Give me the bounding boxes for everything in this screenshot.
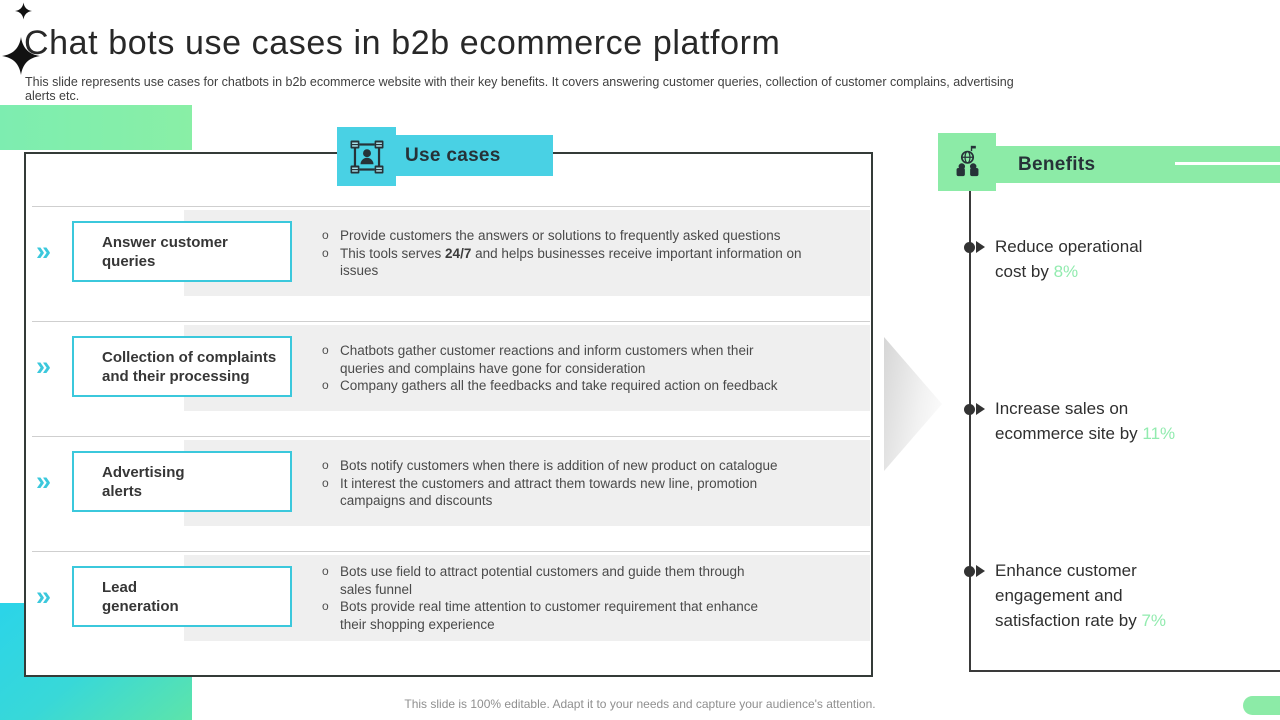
row-divider — [32, 206, 870, 207]
use-case-label: Advertising alerts — [72, 451, 292, 512]
bullet-marker-icon: o — [322, 377, 329, 392]
benefits-vertical-line — [969, 191, 971, 671]
list-item: o Provide customers the answers or solut… — [322, 227, 781, 243]
sparkle-icon — [15, 2, 32, 20]
bullet-list: o Bots notify customers when there is ad… — [320, 457, 864, 510]
page-title: Chat bots use cases in b2b ecommerce pla… — [24, 24, 781, 62]
benefit-marker-icon — [964, 403, 985, 415]
double-chevron-icon: » — [36, 235, 52, 266]
double-chevron-icon: » — [36, 580, 52, 611]
use-case-row: » Advertising alerts o Bots notify custo… — [32, 436, 870, 526]
benefits-icon-box — [938, 133, 996, 191]
row-divider — [32, 436, 870, 437]
use-case-label: Answer customer queries — [72, 221, 292, 282]
use-case-row: » Answer customer queries o Provide cust… — [32, 206, 870, 296]
bullet-list: o Chatbots gather customer reactions and… — [320, 342, 864, 395]
use-cases-icon-box — [337, 127, 396, 186]
sparkle-icon — [2, 37, 40, 75]
double-chevron-icon: » — [36, 350, 52, 381]
list-item: o Bots notify customers when there is ad… — [322, 457, 778, 473]
list-item: o Bots provide real time attention to cu… — [322, 599, 758, 632]
bullet-marker-icon: o — [322, 227, 329, 242]
use-cases-panel: » Answer customer queries o Provide cust… — [24, 152, 873, 677]
row-stripe — [184, 440, 870, 526]
green-pill-decoration — [1243, 696, 1280, 715]
bullet-marker-icon: o — [322, 342, 329, 357]
double-chevron-icon: » — [36, 465, 52, 496]
use-cases-header: Use cases — [396, 135, 553, 176]
use-case-row: » Lead generation o Bots use field to at… — [32, 551, 870, 641]
benefits-horizontal-line — [969, 670, 1280, 672]
benefit-item: Enhance customer engagement and satisfac… — [995, 561, 1167, 630]
row-stripe — [184, 325, 870, 411]
bullet-marker-icon: o — [322, 599, 329, 613]
bullet-marker-icon: o — [322, 564, 329, 578]
bullet-marker-icon: o — [322, 457, 329, 472]
benefit-percentage: 8% — [1053, 262, 1079, 281]
benefit-item: Reduce operational cost by 8% — [995, 237, 1143, 281]
row-stripe — [184, 555, 870, 641]
footer-note: This slide is 100% editable. Adapt it to… — [404, 697, 876, 711]
right-arrow-shape — [884, 337, 942, 471]
benefit-item: Increase sales on ecommerce site by 11% — [995, 399, 1176, 443]
row-divider — [32, 551, 870, 552]
bullet-list: o Provide customers the answers or solut… — [320, 227, 864, 280]
bullet-marker-icon: o — [322, 475, 329, 490]
header-underline — [1175, 162, 1280, 165]
list-item: o This tools serves 24/7 and helps busin… — [322, 245, 802, 278]
row-divider — [32, 321, 870, 322]
benefit-marker-icon — [964, 241, 985, 253]
bullet-marker-icon: o — [322, 245, 329, 260]
benefit-marker-icon — [964, 565, 985, 577]
bullet-list: o Bots use field to attract potential cu… — [320, 563, 864, 633]
benefit-percentage: 7% — [1141, 611, 1167, 630]
people-network-icon — [350, 140, 383, 173]
benefit-percentage: 11% — [1142, 424, 1176, 443]
benefits-header: Benefits — [985, 146, 1280, 183]
use-case-label: Collection of complaints and their proce… — [72, 336, 292, 397]
list-item: o Chatbots gather customer reactions and… — [322, 342, 754, 376]
list-item: o Company gathers all the feedbacks and … — [322, 377, 778, 393]
list-item: o It interest the customers and attract … — [322, 475, 758, 508]
row-stripe — [184, 210, 870, 296]
page-subtitle: This slide represents use cases for chat… — [25, 75, 1014, 103]
green-accent-block — [0, 105, 192, 150]
use-case-row: » Collection of complaints and their pro… — [32, 321, 870, 411]
hands-globe-icon — [956, 145, 978, 176]
list-item: o Bots use field to attract potential cu… — [322, 564, 745, 597]
use-case-label: Lead generation — [72, 566, 292, 627]
